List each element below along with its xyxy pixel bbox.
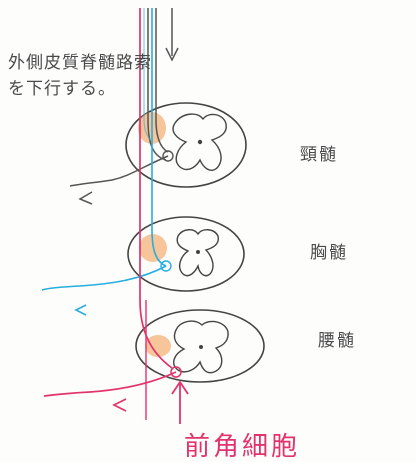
- cervical-central-canal: [197, 139, 203, 145]
- lumbar-label: 腰髄: [318, 331, 356, 351]
- thoracic-label: 胸髄: [310, 243, 348, 263]
- anterior-horn-pointer-arrow: [171, 380, 189, 424]
- blue-exit-arrow: [74, 304, 87, 316]
- annotation-line-1: 外側皮質脊髄路索: [8, 53, 152, 73]
- thoracic-section-outline: [127, 216, 245, 292]
- lumbar-gray-matter: [173, 320, 229, 374]
- blue-exit-nerve: [41, 265, 167, 291]
- downward-arrow: [165, 8, 179, 62]
- cervical-gray-matter: [172, 113, 227, 171]
- lumbar-motor-neuron: [170, 366, 182, 378]
- gray-exit-arrow: [78, 191, 93, 205]
- blue-descending-tract-2: [143, 8, 151, 141]
- cervical-section-outline: [125, 102, 247, 188]
- pink-exit-nerve: [43, 371, 177, 397]
- lumbar-central-canal: [199, 345, 203, 349]
- gray-exit-nerve: [69, 155, 169, 187]
- blue-descending-tract: [151, 8, 167, 267]
- annotation-note: 外側皮質脊髄路索 を下行する。: [8, 50, 152, 102]
- cervical-label: 頸髄: [300, 145, 338, 165]
- cervical-motor-neuron: [162, 150, 174, 162]
- lumbar-tract-area: [145, 335, 171, 357]
- lumbar-section-outline: [135, 309, 265, 383]
- pink-exit-arrow: [112, 398, 127, 412]
- thoracic-central-canal: [196, 250, 200, 254]
- thoracic-gray-matter: [176, 229, 220, 277]
- anterior-horn-cell-label: 前角細胞: [184, 432, 301, 462]
- annotation-line-2: を下行する。: [8, 79, 116, 99]
- thoracic-motor-neuron: [160, 260, 172, 272]
